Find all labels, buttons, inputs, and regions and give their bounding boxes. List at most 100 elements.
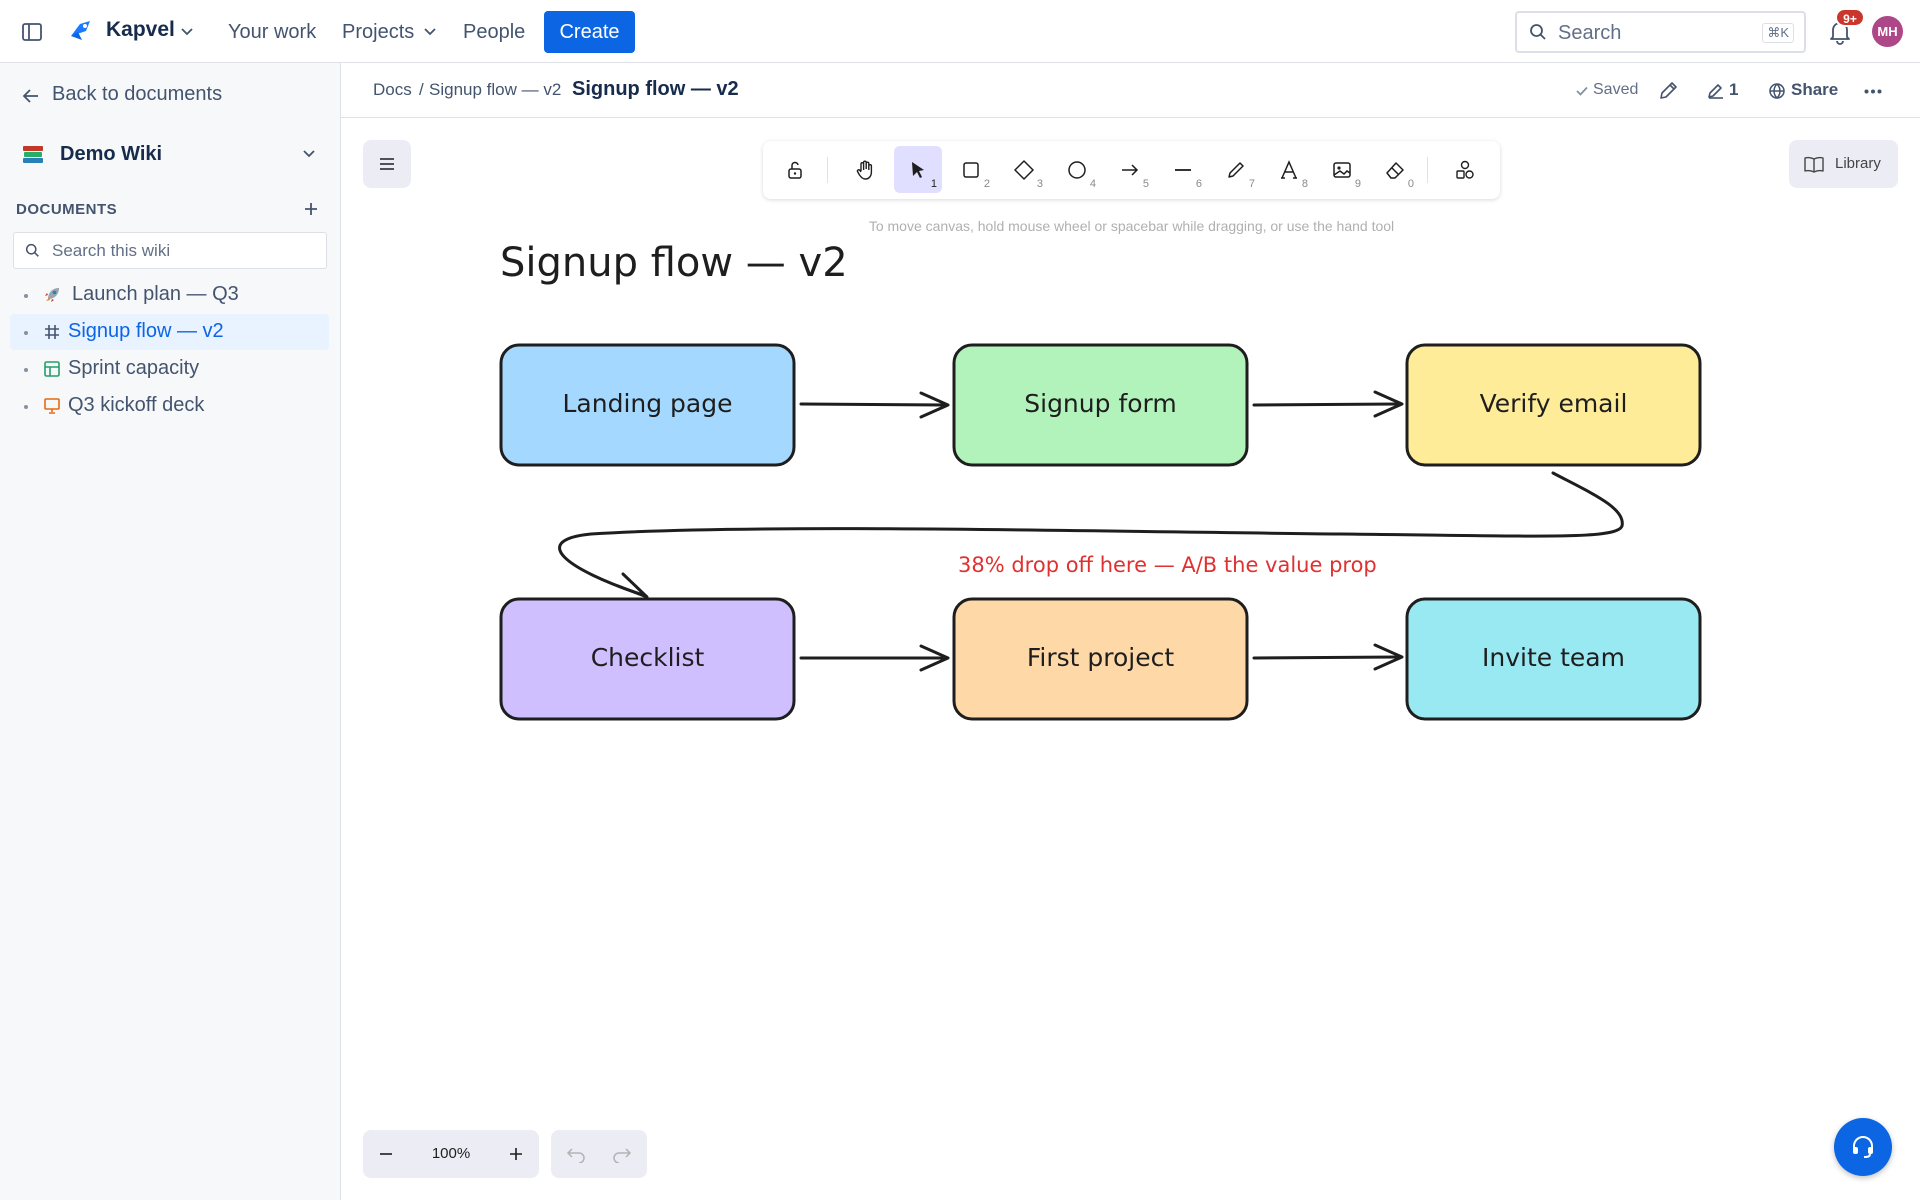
wiki-search-placeholder: Search this wiki xyxy=(52,241,171,260)
zoom-in-plus-icon[interactable] xyxy=(507,1145,525,1163)
search-icon xyxy=(1529,23,1547,41)
tool-ellipse-button[interactable]: 4 xyxy=(1053,146,1101,193)
more-options-icon[interactable] xyxy=(1864,89,1882,94)
node-label: Verify email xyxy=(1480,389,1628,418)
sidebar-item-label: Launch plan — Q3 xyxy=(72,283,239,305)
arrow-signup-to-verify[interactable] xyxy=(1252,402,1403,407)
arrow-verify-to-checklist[interactable] xyxy=(558,471,1624,598)
rocket-icon xyxy=(42,285,62,305)
canvas-menu-button[interactable] xyxy=(363,140,411,188)
breadcrumb-docs[interactable]: Docs xyxy=(373,80,412,99)
tool-diamond-button[interactable]: 3 xyxy=(1000,146,1048,193)
diagram-title[interactable]: Signup flow — v2 xyxy=(500,240,848,286)
help-support-button[interactable] xyxy=(1834,1118,1892,1176)
tool-shortcut-key: 6 xyxy=(1195,178,1202,190)
headset-icon xyxy=(1850,1134,1876,1160)
tool-extra-tools-button[interactable] xyxy=(1441,146,1489,193)
canvas-hint: To move canvas, hold mouse wheel or spac… xyxy=(868,218,1395,234)
pencil-edit-icon[interactable] xyxy=(1657,80,1679,102)
arrowhead xyxy=(1373,643,1404,671)
search-shortcut-hint: ⌘K xyxy=(1762,23,1794,43)
tool-shortcut-key: 2 xyxy=(983,178,990,190)
zoom-level[interactable]: 100% xyxy=(431,1145,471,1162)
node-invite-team[interactable]: Invite team xyxy=(1405,597,1702,721)
arrowhead xyxy=(919,644,950,672)
wiki-title[interactable]: Demo Wiki xyxy=(60,143,163,165)
nav-people[interactable]: People xyxy=(463,21,526,43)
tool-image-button[interactable]: 9 xyxy=(1318,146,1366,193)
tool-draw-button[interactable]: 7 xyxy=(1212,146,1260,193)
collaborators-icon[interactable] xyxy=(1706,80,1726,100)
projects-chevron-down-icon[interactable] xyxy=(423,25,437,39)
node-landing-page[interactable]: Landing page xyxy=(499,343,796,467)
nav-projects[interactable]: Projects xyxy=(342,21,415,43)
brand-name[interactable]: Kapvel xyxy=(106,18,175,41)
pencil-icon xyxy=(1228,162,1244,178)
text-icon xyxy=(1281,160,1297,179)
sidebar-item-sprint-capacity[interactable]: Sprint capacity xyxy=(10,351,329,387)
node-shape xyxy=(499,597,796,721)
bullet-dot xyxy=(24,294,28,298)
create-button[interactable]: Create xyxy=(544,11,635,53)
rectangle-icon xyxy=(963,162,979,178)
sidebar-item-launch-plan[interactable]: Launch plan — Q3 xyxy=(10,277,329,313)
node-shape xyxy=(499,343,796,467)
image-icon xyxy=(1333,162,1351,178)
tool-lock-button[interactable] xyxy=(771,146,819,193)
bullet-dot xyxy=(24,405,28,409)
sidebar-item-signup-flow[interactable]: Signup flow — v2 xyxy=(10,314,329,350)
arrow-landing-to-signup[interactable] xyxy=(799,402,949,407)
breadcrumb-current[interactable]: Signup flow — v2 xyxy=(429,80,562,99)
brand-chevron-down-icon[interactable] xyxy=(180,25,194,39)
globe-icon xyxy=(1768,82,1786,100)
zoom-out-minus-icon[interactable] xyxy=(377,1145,395,1163)
annotation-drop-off[interactable]: 38% drop off here — A/B the value prop xyxy=(958,553,1377,577)
node-signup-form[interactable]: Signup form xyxy=(952,343,1249,467)
undo-icon[interactable] xyxy=(566,1145,586,1163)
shapes-icon xyxy=(1456,160,1474,179)
library-label: Library xyxy=(1835,155,1881,172)
tool-shortcut-key: 3 xyxy=(1036,178,1043,190)
history-controls xyxy=(551,1130,647,1178)
share-button[interactable]: Share xyxy=(1791,80,1839,99)
avatar[interactable]: MH xyxy=(1872,16,1903,47)
node-shape xyxy=(1405,597,1702,721)
node-label: First project xyxy=(1027,643,1175,672)
add-document-plus-icon[interactable] xyxy=(303,201,319,217)
tool-text-button[interactable]: 8 xyxy=(1265,146,1313,193)
presentation-icon xyxy=(42,396,62,416)
tool-rectangle-button[interactable]: 2 xyxy=(947,146,995,193)
sidebar-item-q3-kickoff-deck[interactable]: Q3 kickoff deck xyxy=(10,388,329,424)
library-button[interactable]: Library xyxy=(1789,140,1898,188)
whiteboard-icon xyxy=(42,322,62,342)
tool-hand-button[interactable] xyxy=(841,146,889,193)
collaborator-count[interactable]: 1 xyxy=(1729,80,1739,99)
tool-shortcut-key: 8 xyxy=(1301,178,1308,190)
tool-selection-button[interactable]: 1 xyxy=(894,146,942,193)
wiki-chevron-down-icon[interactable] xyxy=(302,147,316,161)
search-placeholder: Search xyxy=(1558,22,1622,44)
tool-arrow-button[interactable]: 5 xyxy=(1106,146,1154,193)
sidebar-item-label: Q3 kickoff deck xyxy=(68,394,205,416)
wiki-search-input[interactable]: Search this wiki xyxy=(13,232,327,269)
tool-line-button[interactable]: 6 xyxy=(1159,146,1207,193)
global-search-input[interactable]: Search ⌘K xyxy=(1515,11,1806,53)
nav-your-work[interactable]: Your work xyxy=(228,21,317,43)
sidebar-item-label: Signup flow — v2 xyxy=(68,320,224,342)
whiteboard-canvas[interactable]: Signup flow — v2 Landing page Signup for… xyxy=(341,118,1920,1200)
node-shape xyxy=(1405,343,1702,467)
arrow-first-project-to-invite-team[interactable] xyxy=(1252,655,1403,660)
redo-icon[interactable] xyxy=(612,1145,632,1163)
node-checklist[interactable]: Checklist xyxy=(499,597,796,721)
back-to-documents-link[interactable]: Back to documents xyxy=(52,83,223,105)
diamond-icon xyxy=(1014,160,1034,180)
arrow-left-icon[interactable] xyxy=(22,87,40,105)
tool-eraser-button[interactable]: 0 xyxy=(1371,146,1419,193)
node-label: Landing page xyxy=(562,389,732,418)
saved-status: Saved xyxy=(1593,81,1639,98)
sidebar-toggle-icon[interactable] xyxy=(21,21,43,43)
pointer-arrow-icon xyxy=(912,162,924,178)
node-verify-email[interactable]: Verify email xyxy=(1405,343,1702,467)
node-first-project[interactable]: First project xyxy=(952,597,1249,721)
node-label: Invite team xyxy=(1482,643,1625,672)
